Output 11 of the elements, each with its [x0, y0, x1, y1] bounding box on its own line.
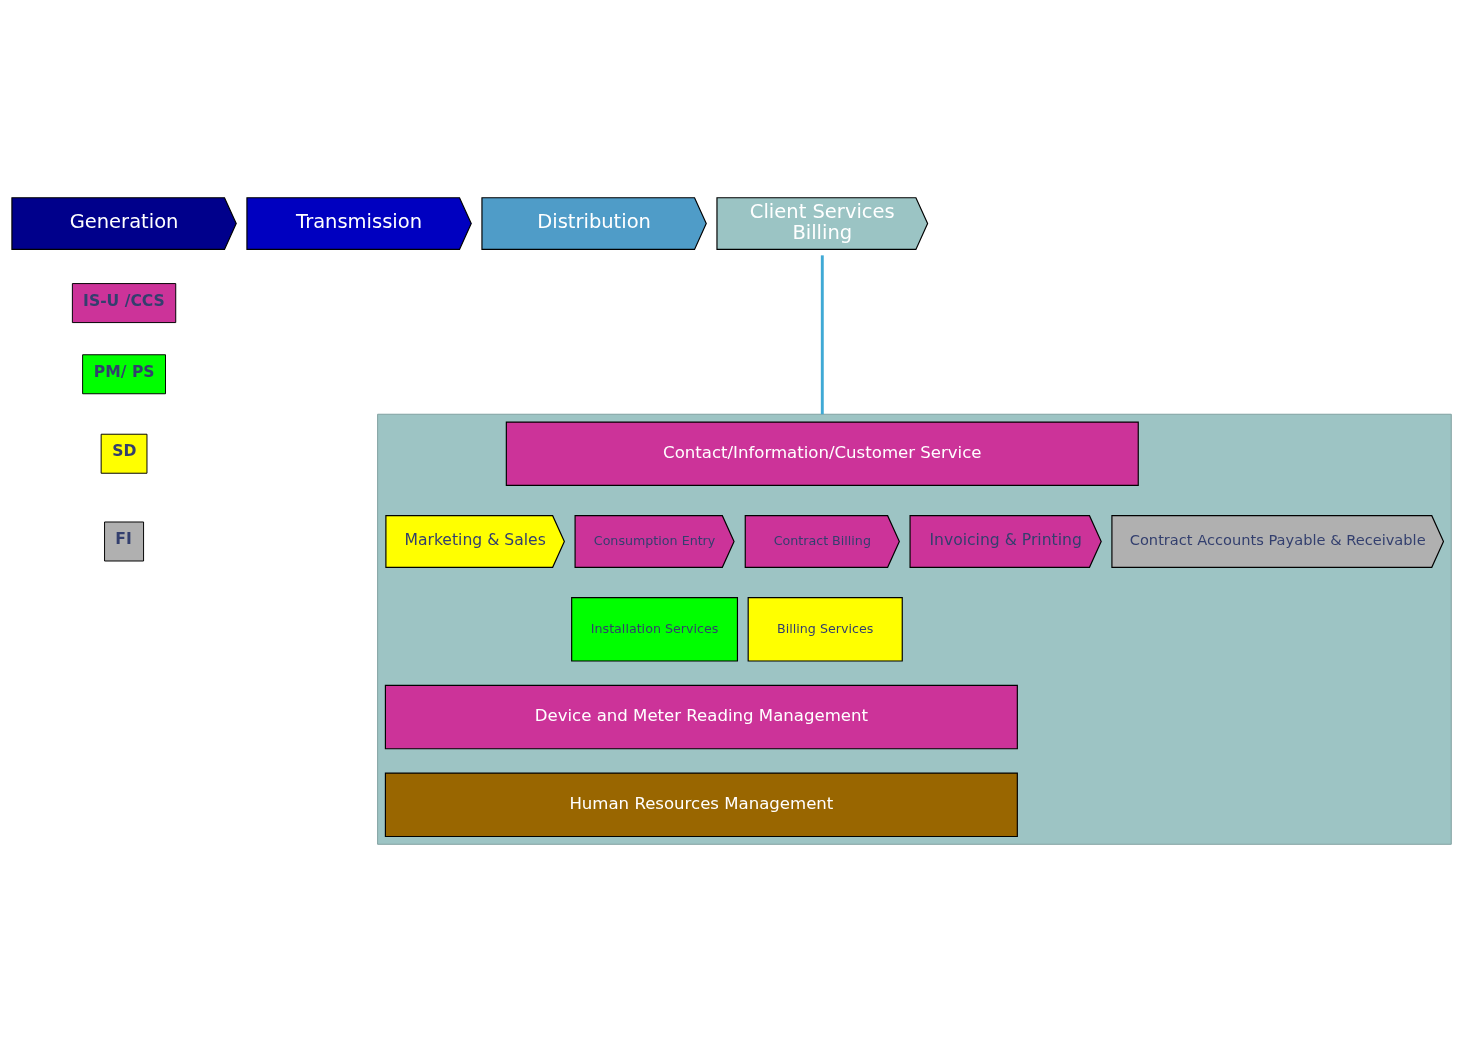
node-box: Billing Services: [747, 597, 903, 662]
legend-label: SD: [112, 442, 137, 461]
node-box: Device and Meter Reading Management: [384, 684, 1018, 750]
legend-label: IS-U /CCS: [83, 291, 165, 310]
node-box: Contact/Information/Customer Service: [505, 421, 1139, 486]
legend-label: FI: [115, 530, 132, 549]
cluster: [377, 413, 1452, 845]
connector: [820, 255, 824, 415]
legend-label: PM/ PS: [93, 362, 155, 381]
node-box: Installation Services: [571, 597, 739, 662]
node-box: Human Resources Management: [384, 772, 1018, 838]
